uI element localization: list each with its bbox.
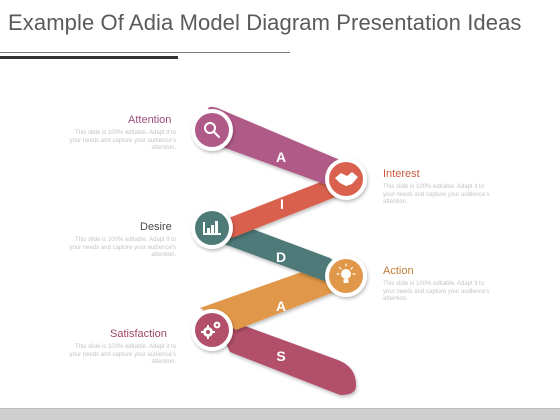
stage-label-satisfaction: Satisfaction xyxy=(110,328,167,340)
circle-action xyxy=(325,255,367,297)
bar-chart-icon xyxy=(203,221,221,235)
stage-label-interest: Interest xyxy=(383,168,420,180)
gears-icon xyxy=(201,321,221,339)
stage-label-desire: Desire xyxy=(140,221,172,233)
magnifier-icon xyxy=(204,122,220,138)
band-letter-attention: A xyxy=(276,149,286,165)
handshake-icon xyxy=(335,172,358,186)
circle-attention xyxy=(191,109,233,151)
stage-label-attention: Attention xyxy=(128,114,172,126)
stage-desc-action: This slide is 100% editable. Adapt it to… xyxy=(383,281,490,302)
stage-desc-desire: This slide is 100% editable. Adapt it to… xyxy=(69,237,176,258)
band-letter-satisfaction: S xyxy=(276,348,285,364)
stage-desc-interest: This slide is 100% editable. Adapt it to… xyxy=(383,184,490,205)
stage-label-action: Action xyxy=(383,265,414,277)
lightbulb-icon xyxy=(336,263,356,283)
footer-bar xyxy=(0,409,560,420)
band-interest xyxy=(198,176,358,238)
title-underline-thick xyxy=(0,56,178,59)
circle-interest xyxy=(325,158,367,200)
band-letter-interest: I xyxy=(280,196,284,212)
stage-desc-attention: This slide is 100% editable. Adapt it to… xyxy=(69,130,176,151)
stage-desc-satisfaction: This slide is 100% editable. Adapt it to… xyxy=(69,344,176,365)
band-letter-desire: D xyxy=(276,249,286,265)
band-attention xyxy=(208,106,346,192)
slide-title: Example Of Adia Model Diagram Presentati… xyxy=(8,10,522,35)
circle-satisfaction xyxy=(191,309,233,351)
band-letter-action: A xyxy=(276,298,286,314)
band-satisfaction xyxy=(212,314,356,395)
footer-divider xyxy=(0,408,560,409)
title-underline-thin xyxy=(0,52,290,53)
circle-desire xyxy=(191,207,233,249)
